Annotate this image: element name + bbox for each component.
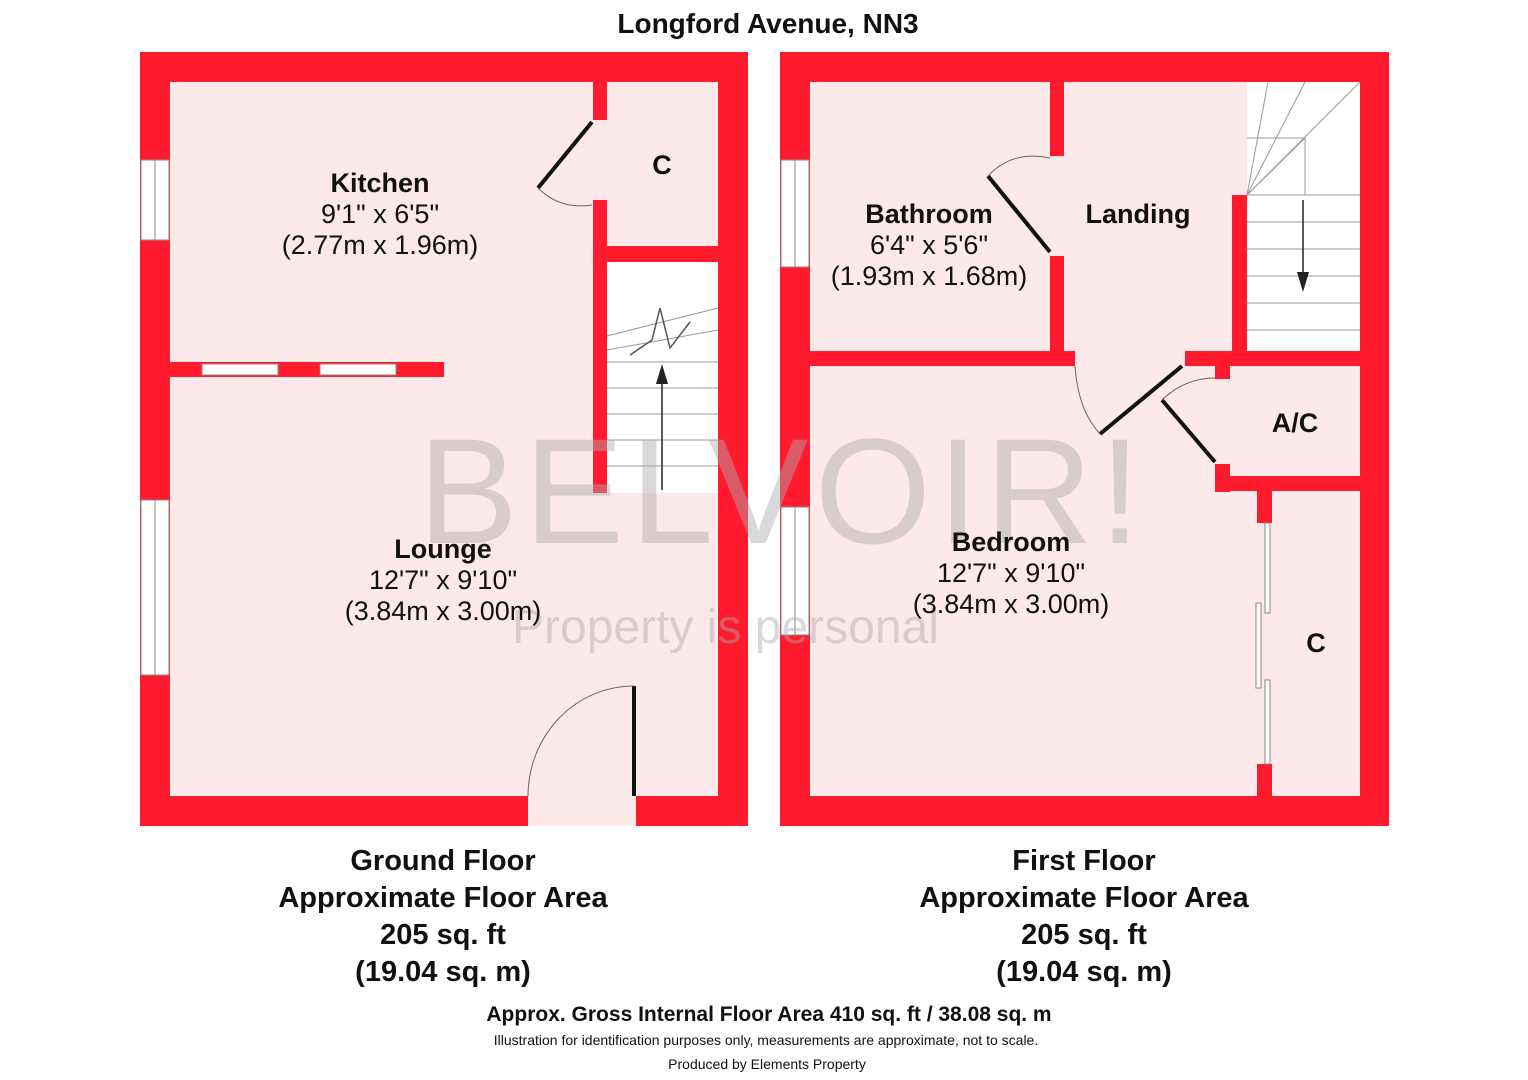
first-floor-plan [780,52,1389,826]
room-metric: (2.77m x 1.96m) [281,230,479,261]
room-metric: (3.84m x 3.00m) [912,589,1110,620]
first-bathroom-wall-bottom [1050,256,1064,366]
ground-partition-glazing-2 [319,363,397,376]
first-stair-wall [1232,195,1247,365]
floor-area-sqft: 205 sq. ft [380,919,506,951]
first-ac-wall-corner [1215,351,1230,379]
room-name: Bedroom [951,527,1071,557]
first-stair-arrow-head [1297,272,1309,292]
room-imperial: 6'4" x 5'6" [869,230,989,261]
first-bathroom-wall-top [1050,82,1064,156]
first-floor-caption: First Floor Approximate Floor Area 205 s… [919,843,1248,991]
ground-front-door-swing [527,685,635,797]
room-imperial: 12'7" x 9'10" [936,558,1086,589]
room-label-landing: Landing [1085,199,1191,229]
floor-name: Ground Floor [350,845,536,877]
first-bathroom-door [986,174,1052,254]
first-ac-door [1160,398,1217,464]
room-name: Lounge [394,534,492,564]
producer-text: Produced by Elements Property [668,1056,866,1072]
floor-area-label: Approximate Floor Area [919,882,1249,914]
room-label-lounge: Lounge 12'7" x 9'10" (3.84m x 3.00m) [345,534,542,627]
first-closet-label: C [1306,628,1326,658]
ground-closet-wall-left-top [593,82,607,120]
first-closet-slider-3 [1264,679,1271,765]
ground-closet-wall-bottom [593,246,718,262]
ground-closet-label: C [652,150,672,180]
first-closet-slider-1 [1264,522,1271,614]
airing-cupboard-label: A/C [1271,408,1319,438]
room-name: Bathroom [865,199,993,229]
first-closet-wall-bottom [1257,764,1272,796]
first-ac-wall-top [1185,351,1360,366]
floor-area-sqm: (19.04 sq. m) [996,956,1172,988]
room-name: Kitchen [330,168,430,198]
ground-stair-wall [593,262,607,493]
ground-stair-break-line [629,307,691,356]
ground-stair-arrow-head [656,364,668,384]
watermark-tagline: Property is personal [512,601,939,654]
room-imperial: 12'7" x 9'10" [368,565,518,596]
floor-area-sqm: (19.04 sq. m) [355,956,531,988]
room-label-bedroom: Bedroom 12'7" x 9'10" (3.84m x 3.00m) [913,527,1110,620]
first-bathroom-door-swing [987,155,1051,177]
first-bedroom-door [1098,364,1184,436]
room-metric: (3.84m x 3.00m) [344,596,542,627]
first-bedroom-door-swing [1074,365,1101,435]
first-ac-wall-bottom [1215,476,1360,491]
room-label-bathroom: Bathroom 6'4" x 5'6" (1.93m x 1.68m) [831,199,1028,292]
room-label-kitchen: Kitchen 9'1" x 6'5" (2.77m x 1.96m) [282,168,479,261]
ground-partition-glazing-1 [201,363,279,376]
ground-front-door-opening [528,796,636,826]
room-metric: (1.93m x 1.68m) [830,261,1028,292]
ground-floor-caption: Ground Floor Approximate Floor Area 205 … [278,843,607,991]
ground-closet-door-swing [537,187,593,207]
first-closet-slider-2 [1255,602,1262,689]
first-stair-treads [1246,81,1361,331]
room-imperial: 9'1" x 6'5" [320,199,440,230]
watermark-brand: BELVOIR! [418,407,1147,575]
floor-name: First Floor [1012,845,1156,877]
ground-floor-plan [140,52,748,826]
first-closet-wall-top [1257,491,1272,523]
first-ac-door-swing [1161,377,1216,401]
gross-area-text: Approx. Gross Internal Floor Area 410 sq… [486,1003,1052,1026]
ground-closet-wall-left-bottom [593,200,607,260]
first-landing-wall [810,351,1075,366]
disclaimer-text: Illustration for identification purposes… [493,1032,1039,1048]
floor-area-sqft: 205 sq. ft [1021,919,1147,951]
plan-title: Longford Avenue, NN3 [617,8,919,39]
ground-closet-door [536,120,594,190]
floor-area-label: Approximate Floor Area [278,882,608,914]
